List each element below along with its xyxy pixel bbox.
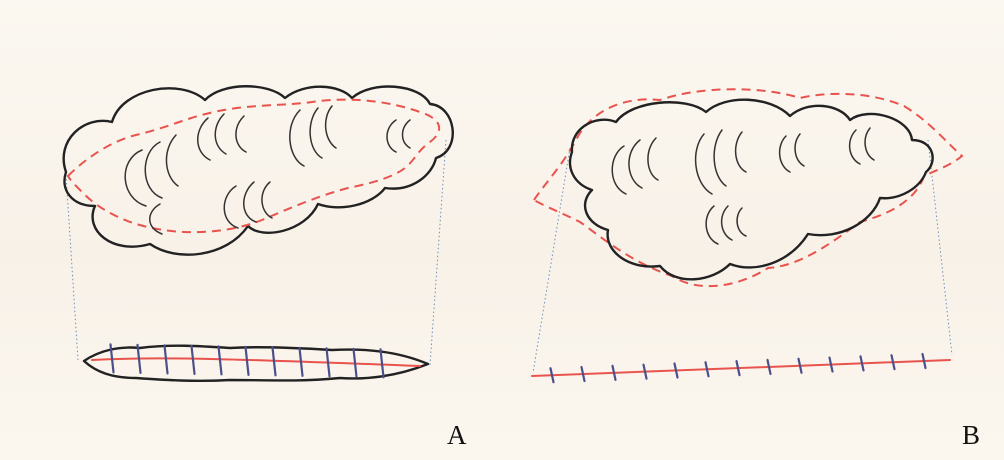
panel-label-b: B — [962, 420, 980, 451]
panel-label-a: A — [447, 420, 467, 451]
